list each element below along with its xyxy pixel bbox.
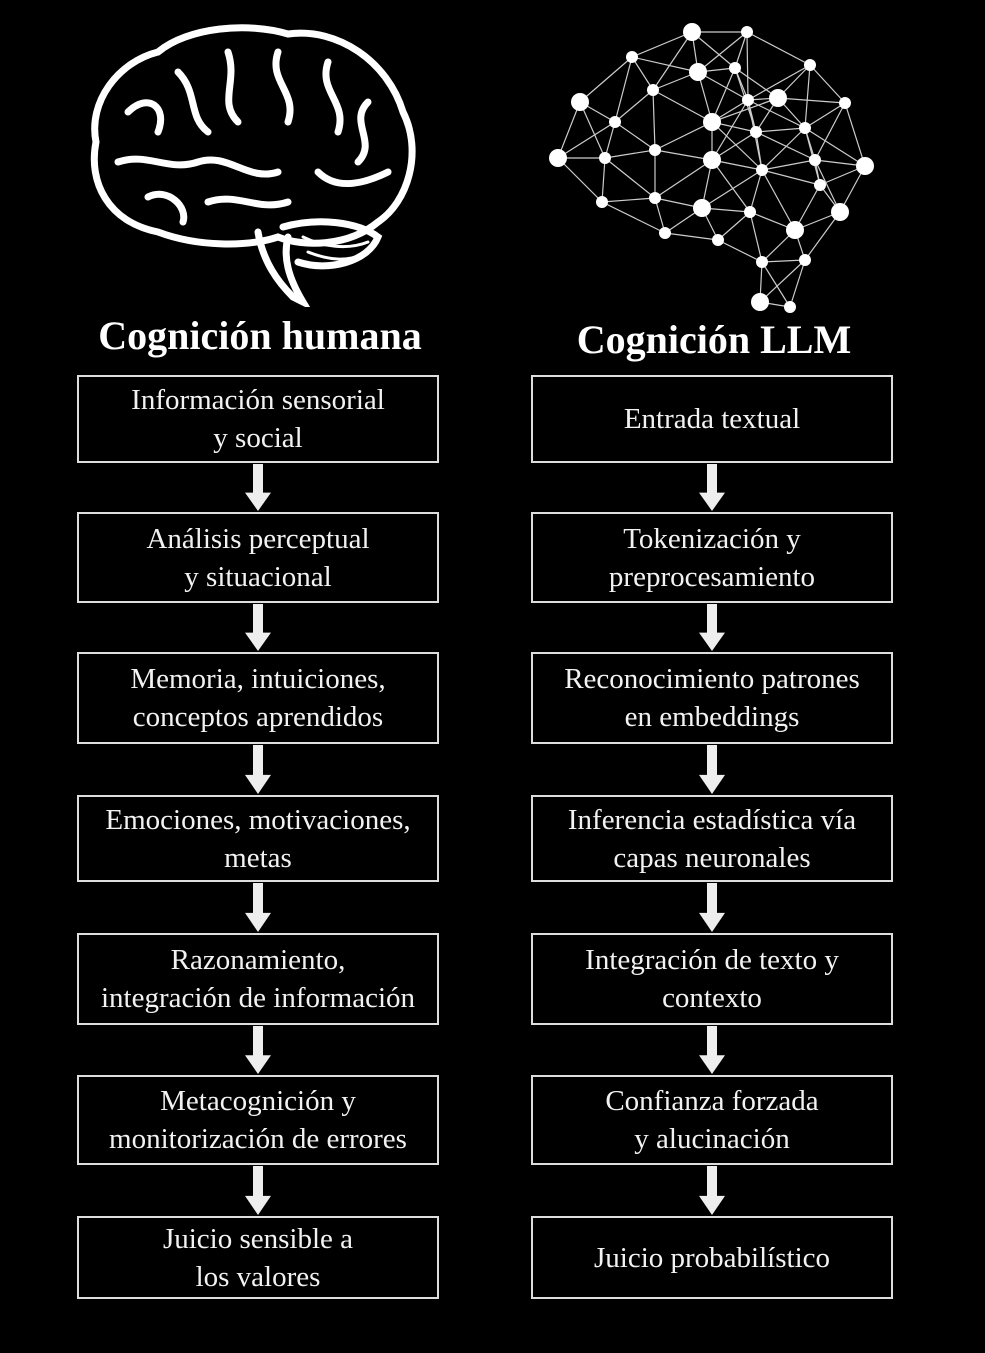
left-step-box: Emociones, motivaciones, metas	[77, 795, 439, 882]
down-arrow-icon	[245, 1166, 271, 1215]
neural-network-brain-icon	[549, 23, 874, 313]
down-arrow-icon	[245, 464, 271, 511]
right-step-box: Juicio probabilístico	[531, 1216, 893, 1299]
human-brain-icon	[90, 24, 416, 307]
down-arrow-icon	[699, 1026, 725, 1074]
down-arrow-icon	[699, 604, 725, 651]
left-column-title: Cognición humana	[98, 313, 422, 358]
left-step-box: Análisis perceptual y situacional	[77, 512, 439, 603]
right-step-box: Confianza forzada y alucinación	[531, 1075, 893, 1165]
right-step-box: Integración de texto y contexto	[531, 933, 893, 1025]
down-arrow-icon	[245, 745, 271, 794]
left-step-box: Razonamiento, integración de información	[77, 933, 439, 1025]
left-step-box: Juicio sensible a los valores	[77, 1216, 439, 1299]
down-arrow-icon	[245, 883, 271, 932]
left-step-box: Información sensorial y social	[77, 375, 439, 463]
left-step-box: Metacognición y monitorización de errore…	[77, 1075, 439, 1165]
left-step-box: Memoria, intuiciones, conceptos aprendid…	[77, 652, 439, 744]
right-step-box: Entrada textual	[531, 375, 893, 463]
down-arrow-icon	[245, 604, 271, 651]
down-arrow-icon	[699, 745, 725, 794]
down-arrow-icon	[699, 464, 725, 511]
right-column-title: Cognición LLM	[576, 317, 852, 362]
down-arrow-icon	[699, 883, 725, 932]
right-step-box: Reconocimiento patrones en embeddings	[531, 652, 893, 744]
right-step-box: Tokenización y preprocesamiento	[531, 512, 893, 603]
down-arrow-icon	[699, 1166, 725, 1215]
down-arrow-icon	[245, 1026, 271, 1074]
right-step-box: Inferencia estadística vía capas neurona…	[531, 795, 893, 882]
